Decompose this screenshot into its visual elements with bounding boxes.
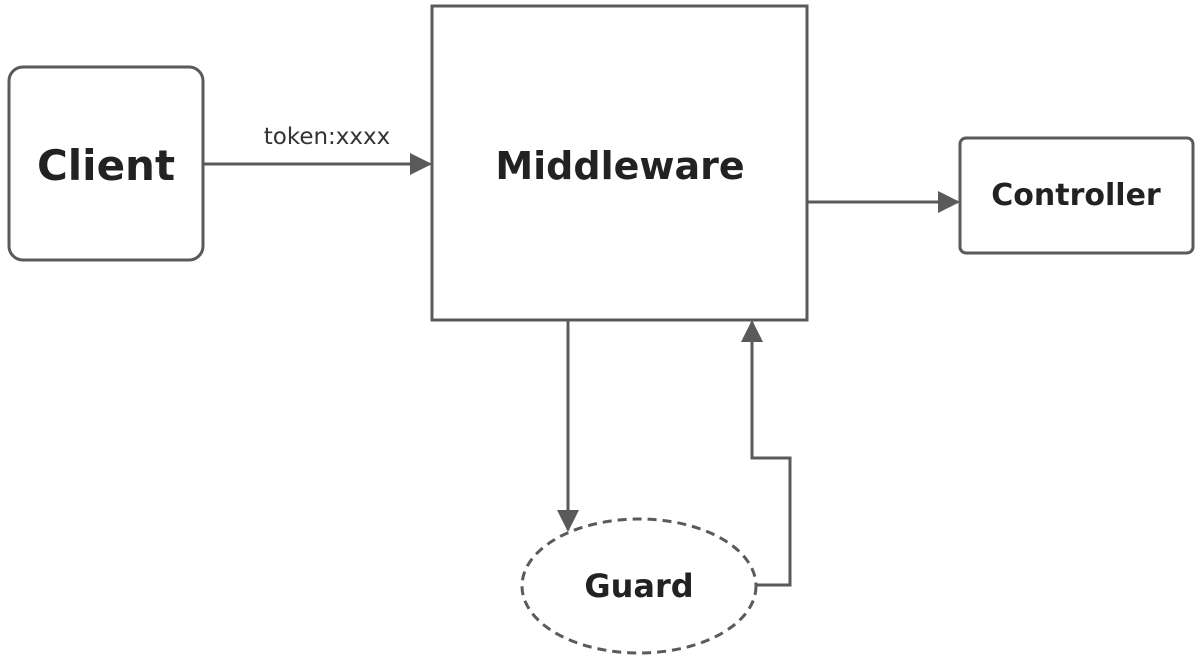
edge-guard-to-middleware bbox=[741, 320, 792, 587]
client-node: Client bbox=[7, 65, 205, 262]
controller-node: Controller bbox=[958, 136, 1195, 255]
middleware-box bbox=[430, 4, 809, 322]
guard-node: Guard bbox=[520, 517, 758, 655]
middleware-node: Middleware bbox=[430, 4, 809, 322]
arrow-guard-to-middleware bbox=[741, 320, 792, 587]
token-edge-label: token:xxxx bbox=[264, 124, 391, 150]
controller-label: Controller bbox=[991, 178, 1161, 213]
middleware-label: Middleware bbox=[495, 144, 744, 188]
guard-label: Guard bbox=[584, 567, 693, 605]
edge-client-to-middleware: token:xxxx bbox=[203, 124, 432, 175]
client-label: Client bbox=[37, 141, 175, 190]
controller-box bbox=[958, 136, 1195, 255]
